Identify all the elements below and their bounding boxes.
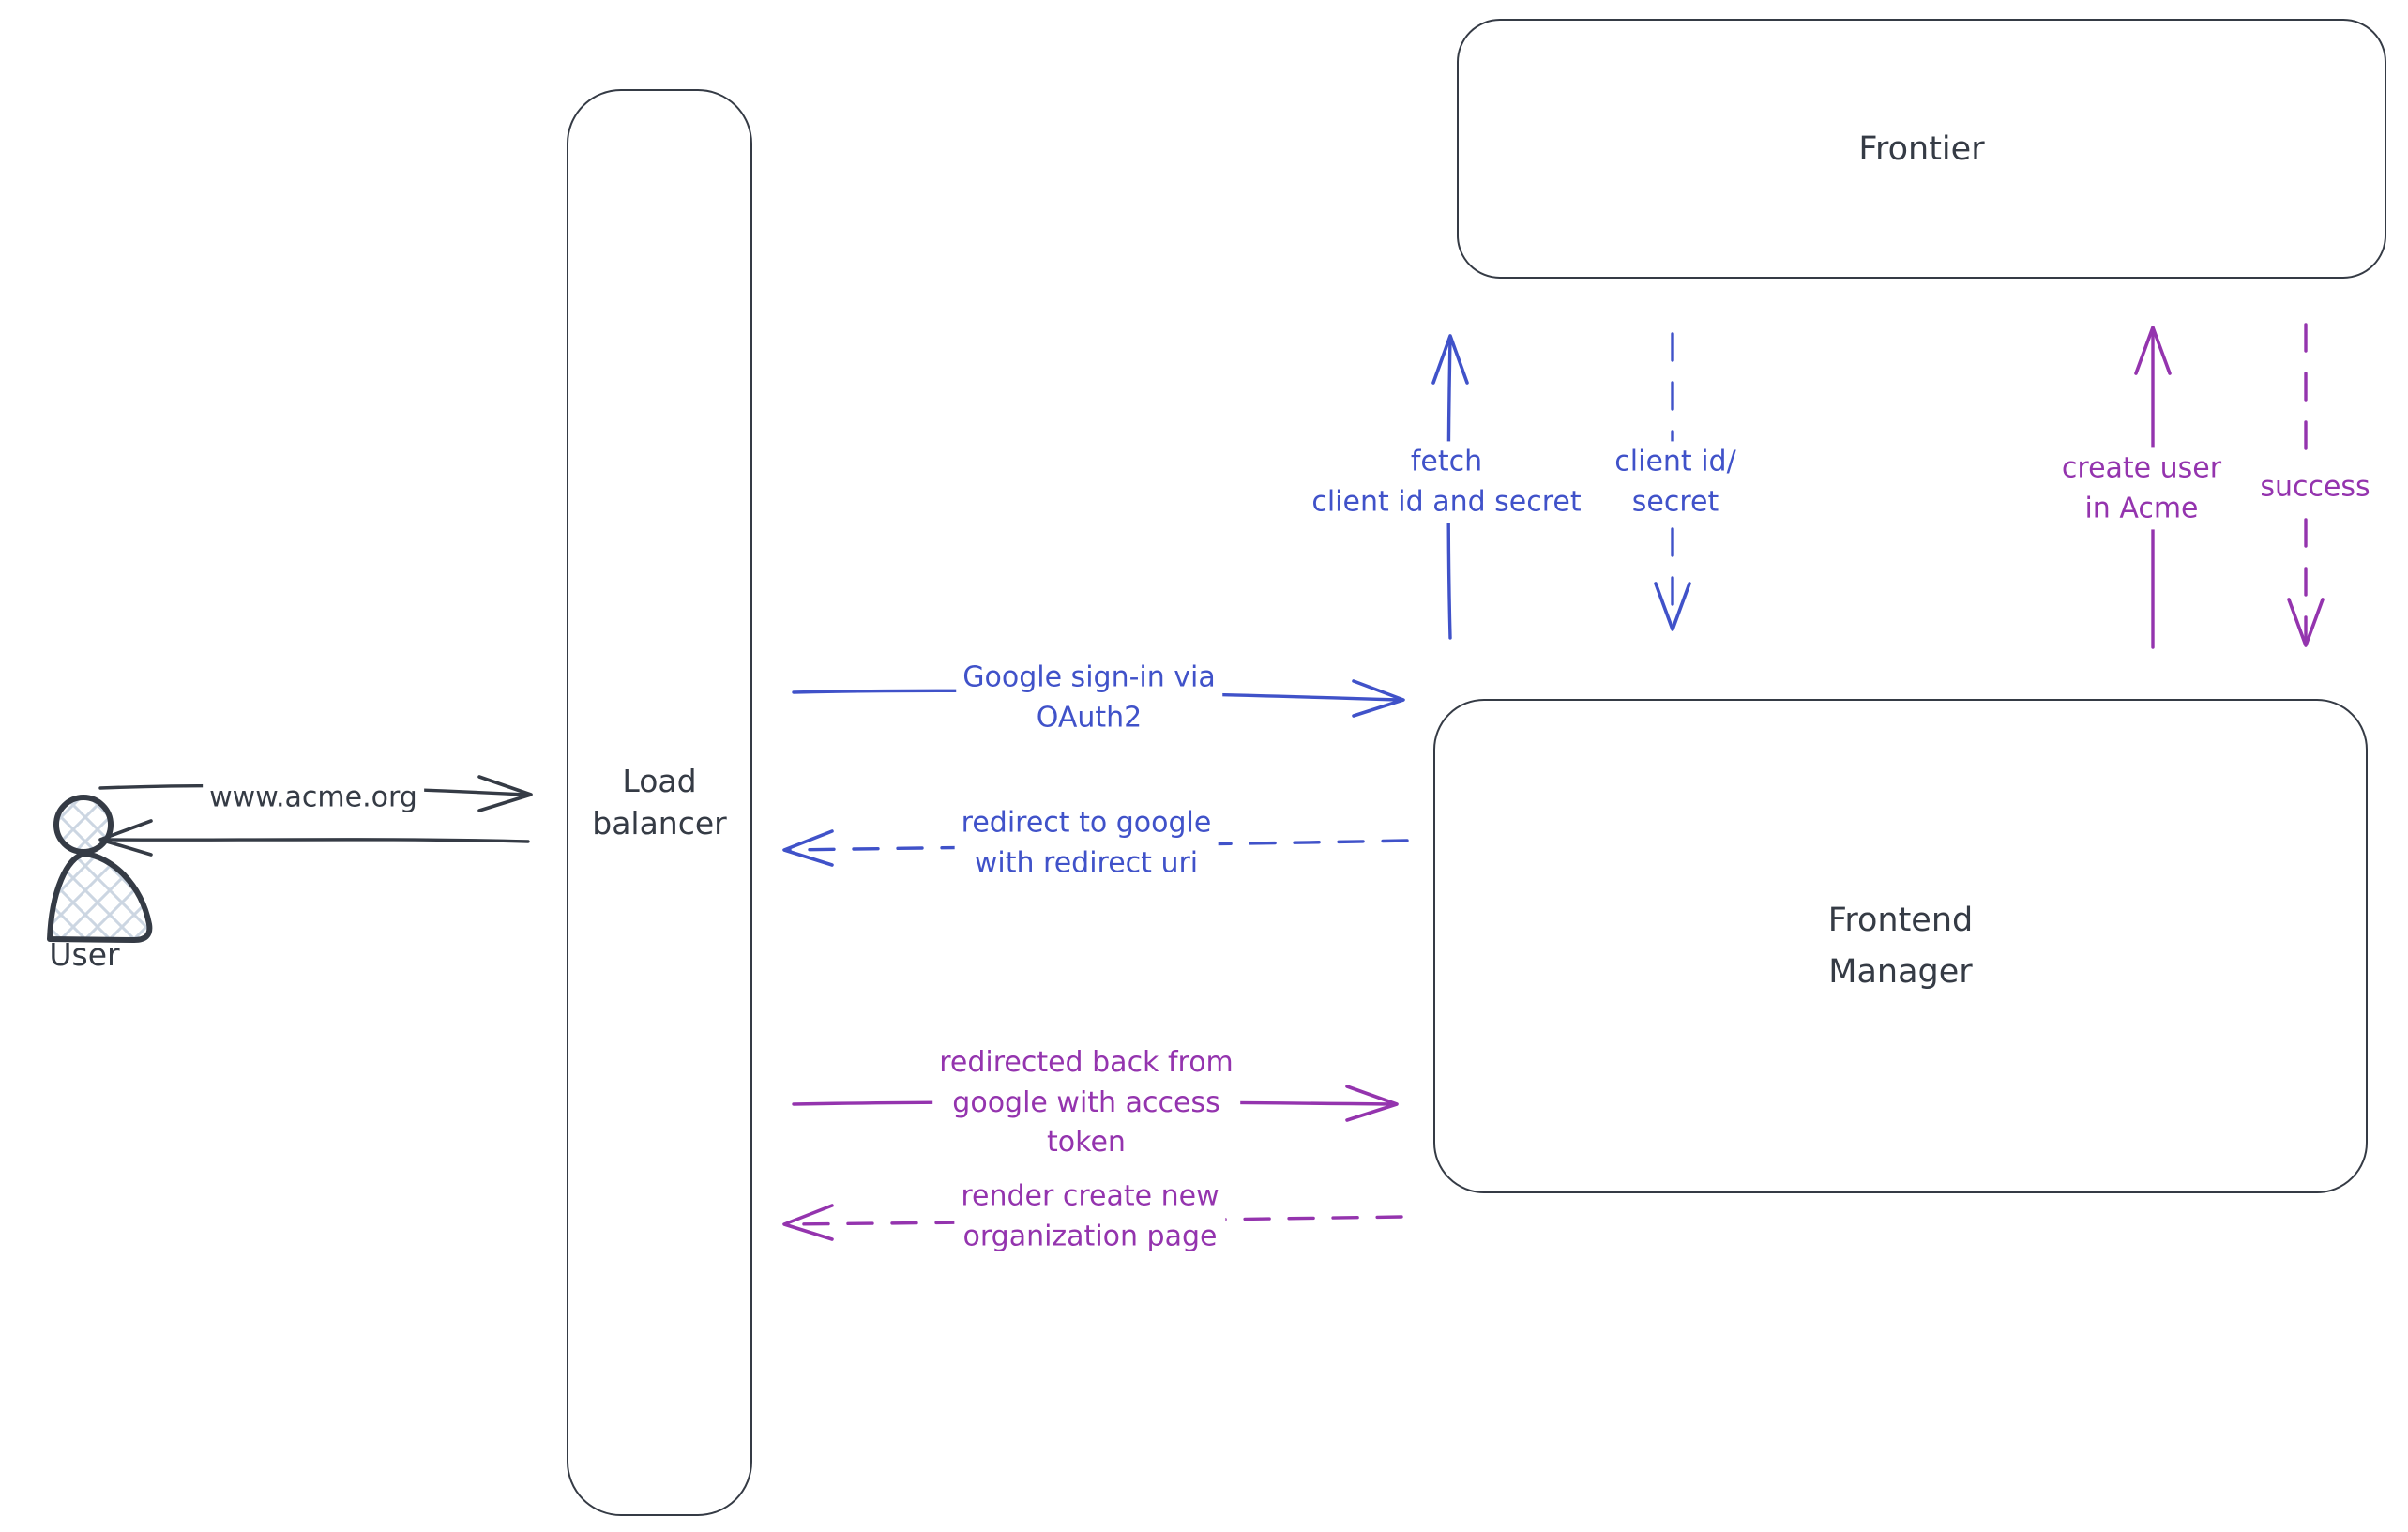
frontier-box: Frontier	[1457, 19, 2386, 279]
user-icon	[47, 795, 153, 943]
arrow-response-to-user	[98, 819, 530, 857]
render-page-label: render create new organization page	[954, 1176, 1226, 1258]
user-label: User	[49, 936, 120, 973]
www-acme-label: www.acme.org	[203, 777, 424, 820]
arrow-render-page	[782, 1204, 1403, 1241]
redirect-to-google-label: redirect to google with redirect uri	[954, 802, 1219, 885]
redirected-back-label: redirected back from google with access …	[932, 1042, 1240, 1164]
frontend-manager-box: Frontend Manager	[1433, 699, 2368, 1193]
fetch-client-id-label: fetch client id and secret	[1305, 441, 1588, 523]
load-balancer-box: Load balancer	[567, 89, 752, 1516]
success-label: success	[2253, 466, 2377, 509]
create-user-label: create user in Acme	[2054, 447, 2229, 530]
arrow-redirect-to-google	[782, 829, 1409, 867]
google-signin-label: Google sign-in via OAuth2	[956, 657, 1222, 739]
client-id-secret-label: client id/ secret	[1608, 441, 1743, 523]
